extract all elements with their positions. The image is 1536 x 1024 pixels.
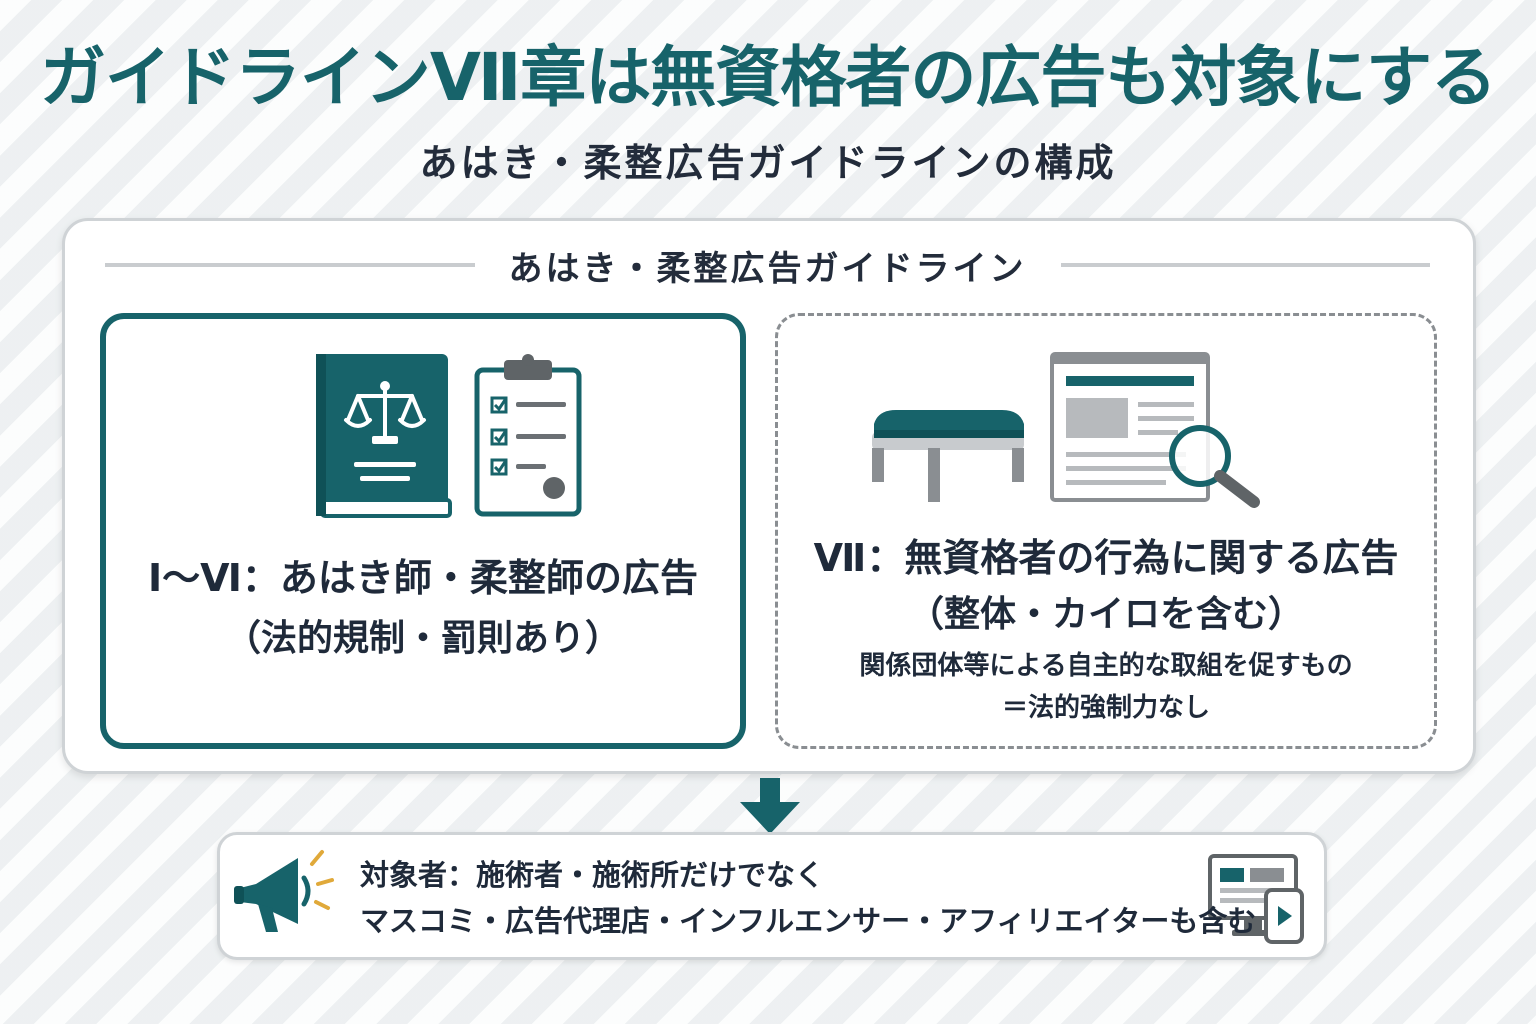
page-title: ガイドラインⅦ章は無資格者の広告も対象にする <box>39 39 1497 116</box>
target-line-2: マスコミ・広告代理店・インフルエンサー・アフィリエイターも含む <box>360 904 1257 938</box>
arrow-down-icon <box>740 778 800 834</box>
treatment-bed-icon <box>872 410 1024 502</box>
heading-divider-left <box>105 263 475 267</box>
target-line-1: 対象者：施術者・施術所だけでなく <box>360 858 825 892</box>
legal-panel-note: （法的規制・罰則あり） <box>224 618 621 659</box>
monitor-phone-icon <box>1208 854 1304 944</box>
unlicensed-panel-label: Ⅶ：無資格者の行為に関する広告 <box>813 536 1399 580</box>
megaphone-icon <box>234 850 334 932</box>
unlicensed-panel-note: （整体・カイロを含む） <box>907 594 1304 635</box>
page-subtitle: あはき・柔整広告ガイドラインの構成 <box>419 141 1117 185</box>
unlicensed-panel-detail-1: 関係団体等による自主的な取組を促すもの <box>859 651 1353 681</box>
clipboard-checklist-icon <box>474 354 582 517</box>
guideline-heading-row: あはき・柔整広告ガイドライン <box>105 240 1430 290</box>
guideline-heading: あはき・柔整広告ガイドライン <box>508 248 1027 289</box>
target-audience-box <box>217 832 1327 960</box>
law-book-icon <box>316 354 452 518</box>
unlicensed-panel-detail-2: ＝法的強制力なし <box>1001 693 1210 723</box>
web-ad-magnifier-icon <box>1050 352 1260 508</box>
heading-divider-right <box>1060 263 1430 267</box>
legal-panel-label: Ⅰ～Ⅵ：あはき師・柔整師の広告 <box>148 556 698 600</box>
